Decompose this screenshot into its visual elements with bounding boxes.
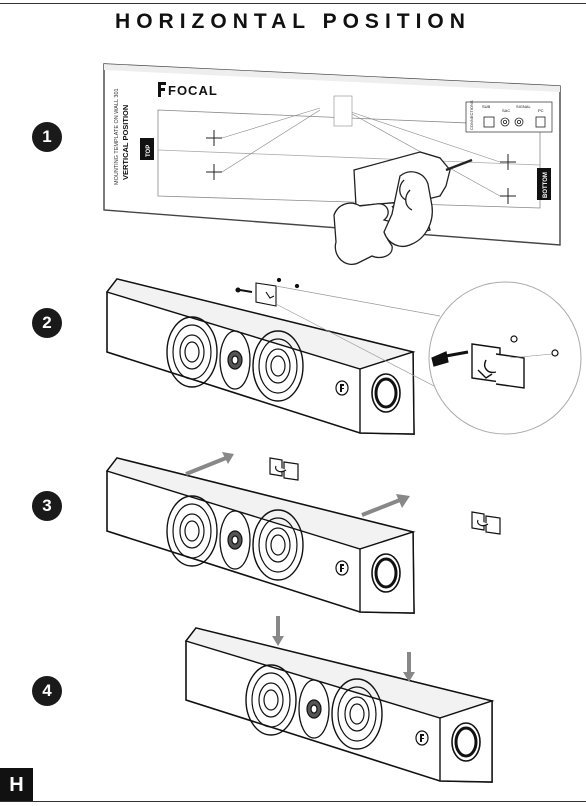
mounting-template: TOP BOTTOM MOUNTING TEMPLATE ON WALL 301…	[104, 64, 560, 245]
template-bottom-label: BOTTOM	[543, 172, 549, 198]
section-letter-badge: H	[0, 768, 33, 802]
logo-badge-icon	[416, 731, 428, 745]
logo-badge-icon	[336, 561, 348, 575]
connector-label-signal: SIGNAL	[516, 104, 531, 109]
speaker-step-3	[107, 458, 414, 613]
connector-label-pc: PC	[538, 108, 544, 113]
port-icon	[452, 723, 480, 761]
connector-label-sub: SUB	[482, 104, 491, 109]
template-brand: FOCAL	[168, 83, 218, 98]
template-top-label: TOP	[146, 145, 152, 157]
logo-badge-icon	[336, 381, 348, 395]
connector-label-sac: SAC	[502, 108, 510, 113]
connections-label: CONNECTIONS	[469, 100, 474, 130]
port-icon	[372, 554, 400, 592]
bottom-rule	[0, 801, 586, 802]
speaker-step-4	[186, 628, 492, 782]
template-side-text-2: VERTICAL POSITION	[121, 105, 130, 180]
template-side-text-1: MOUNTING TEMPLATE ON WALL 301	[114, 88, 120, 185]
port-icon	[372, 374, 400, 412]
wall-bracket-icon	[236, 278, 299, 306]
